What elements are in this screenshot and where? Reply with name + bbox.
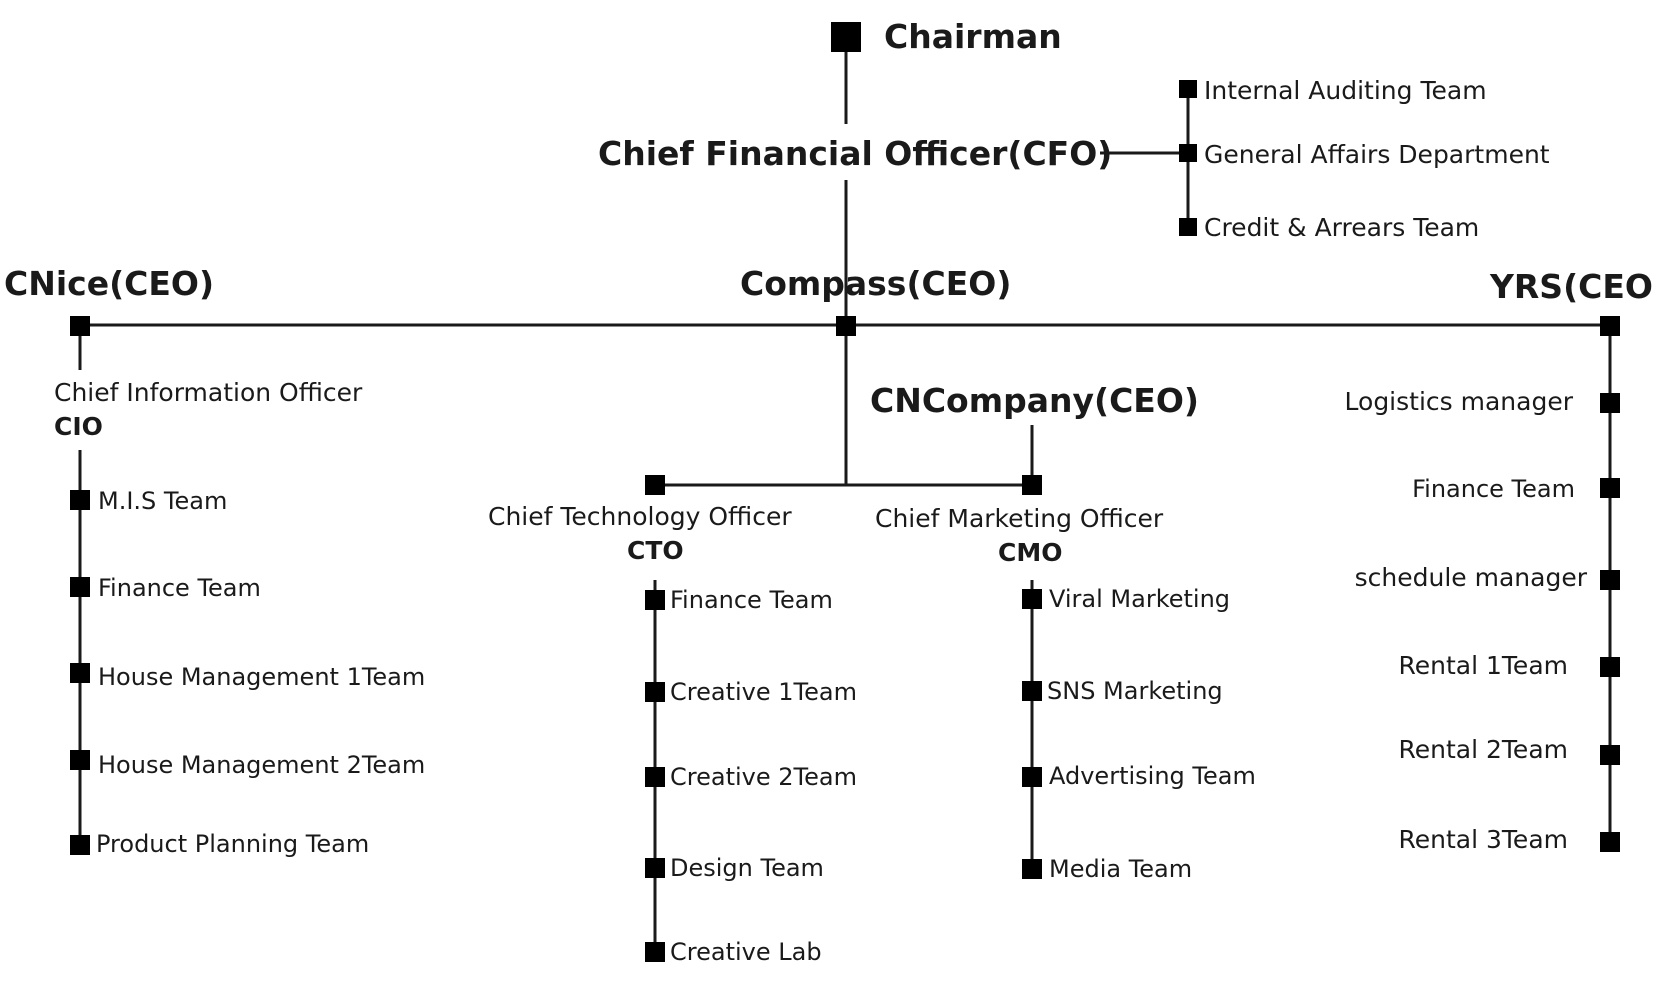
cmo-team-label: Media Team bbox=[1049, 855, 1193, 883]
cio-team-label: Product Planning Team bbox=[96, 830, 370, 858]
node-marker bbox=[836, 316, 856, 336]
node-marker bbox=[70, 663, 90, 683]
node-marker bbox=[70, 316, 90, 336]
node-marker bbox=[70, 577, 90, 597]
node-marker bbox=[1022, 589, 1042, 609]
node-marker bbox=[645, 475, 665, 495]
compass-ceo-label: Compass(CEO) bbox=[740, 264, 1012, 303]
node-marker bbox=[1600, 393, 1620, 413]
yrs-team-label: Rental 3Team bbox=[1398, 825, 1568, 854]
cmo-title: Chief Marketing Officer bbox=[875, 504, 1164, 533]
cto-team-label: Design Team bbox=[670, 854, 824, 882]
node-marker bbox=[1179, 80, 1197, 98]
cto-team-label: Creative 2Team bbox=[670, 763, 857, 791]
cmo-team-label: Viral Marketing bbox=[1049, 585, 1231, 613]
node-marker bbox=[70, 490, 90, 510]
cio-team-label: House Management 1Team bbox=[98, 663, 426, 691]
node-marker bbox=[1600, 316, 1620, 336]
cncompany-ceo-label: CNCompany(CEO) bbox=[870, 381, 1199, 420]
cmo-abbr: CMO bbox=[998, 538, 1063, 567]
cio-title: Chief Information Officer bbox=[54, 378, 363, 407]
node-marker bbox=[1600, 570, 1620, 590]
node-marker bbox=[1600, 478, 1620, 498]
cmo-team-label: Advertising Team bbox=[1049, 762, 1256, 790]
cto-team-label: Creative 1Team bbox=[670, 678, 857, 706]
node-marker bbox=[1600, 657, 1620, 677]
node-marker bbox=[70, 835, 90, 855]
node-marker bbox=[645, 682, 665, 702]
cfo-label: Chief Financial Officer(CFO) bbox=[598, 134, 1113, 173]
node-marker bbox=[645, 590, 665, 610]
node-marker bbox=[831, 22, 861, 52]
cio-team-label: Finance Team bbox=[98, 574, 261, 602]
cio-team-label: House Management 2Team bbox=[98, 751, 426, 779]
node-marker bbox=[70, 750, 90, 770]
node-marker bbox=[1600, 745, 1620, 765]
node-marker bbox=[1022, 681, 1042, 701]
chairman-label: Chairman bbox=[884, 17, 1062, 56]
yrs-team-label: schedule manager bbox=[1354, 563, 1587, 592]
yrs-team-label: Logistics manager bbox=[1344, 387, 1573, 416]
cto-abbr: CTO bbox=[627, 536, 684, 565]
cfo-team-label: Credit & Arrears Team bbox=[1204, 213, 1480, 242]
node-marker bbox=[645, 858, 665, 878]
node-marker bbox=[1022, 767, 1042, 787]
cto-team-label: Creative Lab bbox=[670, 938, 822, 966]
yrs-team-label: Finance Team bbox=[1412, 475, 1575, 503]
cnice-ceo-label: CNice(CEO) bbox=[4, 264, 215, 303]
cfo-team-label: Internal Auditing Team bbox=[1204, 76, 1487, 105]
yrs-ceo-label: YRS(CEO) bbox=[1490, 267, 1655, 306]
cio-abbr: CIO bbox=[54, 412, 103, 441]
node-marker bbox=[1022, 475, 1042, 495]
cfo-team-label: General Affairs Department bbox=[1204, 140, 1550, 169]
node-marker bbox=[1179, 218, 1197, 236]
cio-team-label: M.I.S Team bbox=[98, 487, 228, 515]
node-marker bbox=[1600, 832, 1620, 852]
cmo-team-label: SNS Marketing bbox=[1047, 677, 1223, 705]
yrs-team-label: Rental 2Team bbox=[1398, 735, 1568, 764]
cto-title: Chief Technology Officer bbox=[488, 502, 792, 531]
node-marker bbox=[1179, 144, 1197, 162]
node-marker bbox=[645, 767, 665, 787]
yrs-team-label: Rental 1Team bbox=[1398, 651, 1568, 680]
node-marker bbox=[645, 942, 665, 962]
node-marker bbox=[1022, 859, 1042, 879]
cto-team-label: Finance Team bbox=[670, 586, 833, 614]
